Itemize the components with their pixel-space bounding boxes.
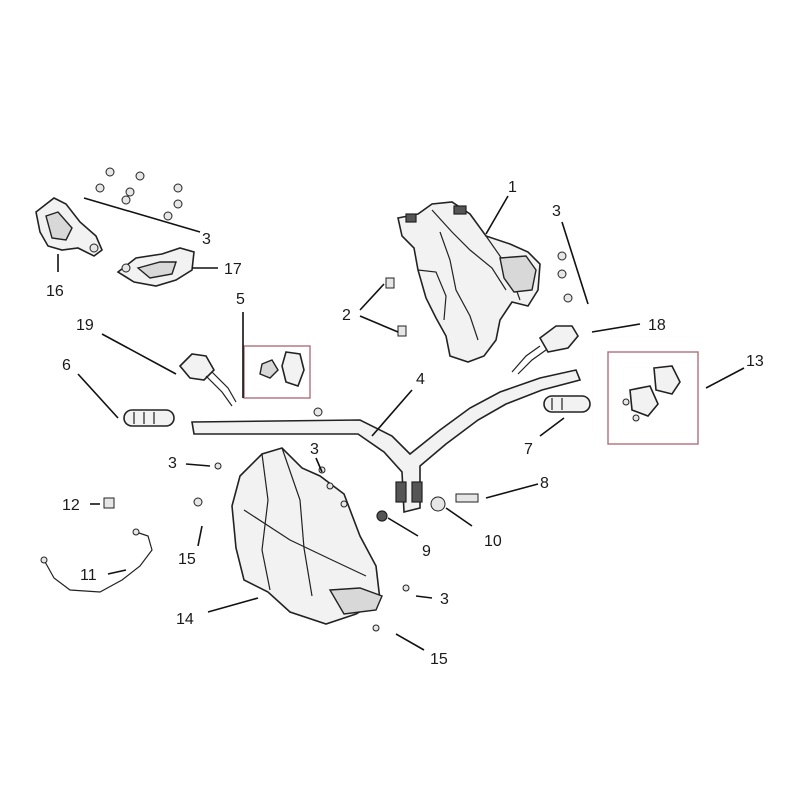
callout-1: 1 <box>508 179 517 196</box>
callout-2: 2 <box>342 307 351 324</box>
right-bracket-part <box>116 247 195 287</box>
bolt-nut-collar <box>376 493 479 522</box>
left-switch-part <box>243 345 311 399</box>
callout-7: 7 <box>524 441 533 458</box>
throttle-grip-part <box>543 395 591 413</box>
screws-top-left <box>95 167 183 221</box>
right-mirror-part <box>511 325 579 375</box>
callout-4: 4 <box>416 371 425 388</box>
left-mirror-part <box>178 353 237 407</box>
callout-14: 14 <box>176 611 194 628</box>
screws-right <box>557 251 573 303</box>
callout-19: 19 <box>76 317 94 334</box>
callout-15-left: 15 <box>178 551 196 568</box>
rear-cover-part <box>193 447 410 632</box>
callout-9: 9 <box>422 543 431 560</box>
cable-part <box>40 528 153 593</box>
left-bracket-part <box>35 197 103 257</box>
callout-10: 10 <box>484 533 502 550</box>
front-cover-part <box>397 201 541 363</box>
callout-3-left: 3 <box>168 455 177 472</box>
callout-12: 12 <box>62 497 80 514</box>
callout-3-top-right: 3 <box>552 203 561 220</box>
callout-17: 17 <box>224 261 242 278</box>
callout-13: 13 <box>746 353 764 370</box>
right-switch-part <box>607 351 699 445</box>
callout-3-top-left: 3 <box>202 231 211 248</box>
callout-3-center: 3 <box>310 441 319 458</box>
callout-15-bottom: 15 <box>430 651 448 668</box>
callout-3-bottom: 3 <box>440 591 449 608</box>
callout-11: 11 <box>80 567 97 584</box>
callout-6: 6 <box>62 357 71 374</box>
callout-18: 18 <box>648 317 666 334</box>
callout-8: 8 <box>540 475 549 492</box>
handlebar-part <box>191 369 582 514</box>
clips-part <box>385 277 407 337</box>
callout-5: 5 <box>236 291 245 308</box>
callout-labels: 1 2 3 3 3 3 3 4 5 6 7 8 9 10 11 12 13 14… <box>46 179 764 668</box>
leader-lines <box>57 195 745 651</box>
left-grip-part <box>123 409 175 427</box>
callout-16: 16 <box>46 283 64 300</box>
small-screw-part <box>103 497 115 509</box>
